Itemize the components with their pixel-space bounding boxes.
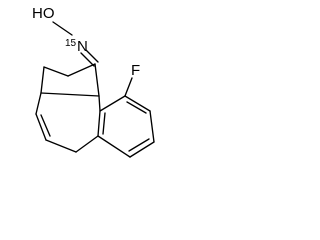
atom-label-fluorine: F: [131, 62, 140, 79]
bond-c8-c8b: [149, 110, 155, 143]
bonds: [35, 21, 155, 158]
bond-c9a-c9: [99, 95, 126, 112]
bond-c7-c7a: [75, 135, 99, 153]
atom-label-hydroxyl: HO: [32, 5, 55, 22]
bond-c4-c5: [35, 92, 42, 115]
bond-c7a-c9a-double: [102, 112, 106, 135]
bond-o-n: [52, 21, 73, 36]
bond-c5-c6: [35, 113, 47, 141]
bond-c5-c6-double: [40, 114, 51, 137]
bond-c4-c9b: [40, 92, 100, 97]
bond-c7a-c9a: [97, 110, 101, 137]
structure-diagram: HO 15 N F: [32, 5, 155, 158]
bond-c9a-c9b: [98, 95, 101, 112]
bond-c9-c8-double: [126, 101, 147, 114]
bond-c1-c2: [67, 63, 96, 77]
bond-n-c1-double: [85, 49, 99, 63]
bond-c9-f: [124, 77, 133, 97]
bond-c6-c7: [45, 139, 77, 153]
bond-c3-c4: [40, 66, 45, 94]
bond-c8b-c8c-double: [128, 138, 150, 152]
bond-c8c-c7a: [97, 135, 131, 158]
atom-label-nitrogen: N: [77, 38, 88, 55]
bond-c9-c8: [124, 95, 151, 112]
bond-c1-c9b: [94, 63, 100, 97]
bond-c2-c3: [43, 66, 69, 77]
bond-c8b-c8c: [129, 141, 155, 158]
atom-label-nitrogen-isotope: 15: [65, 38, 77, 49]
bond-n-c1: [80, 52, 95, 67]
